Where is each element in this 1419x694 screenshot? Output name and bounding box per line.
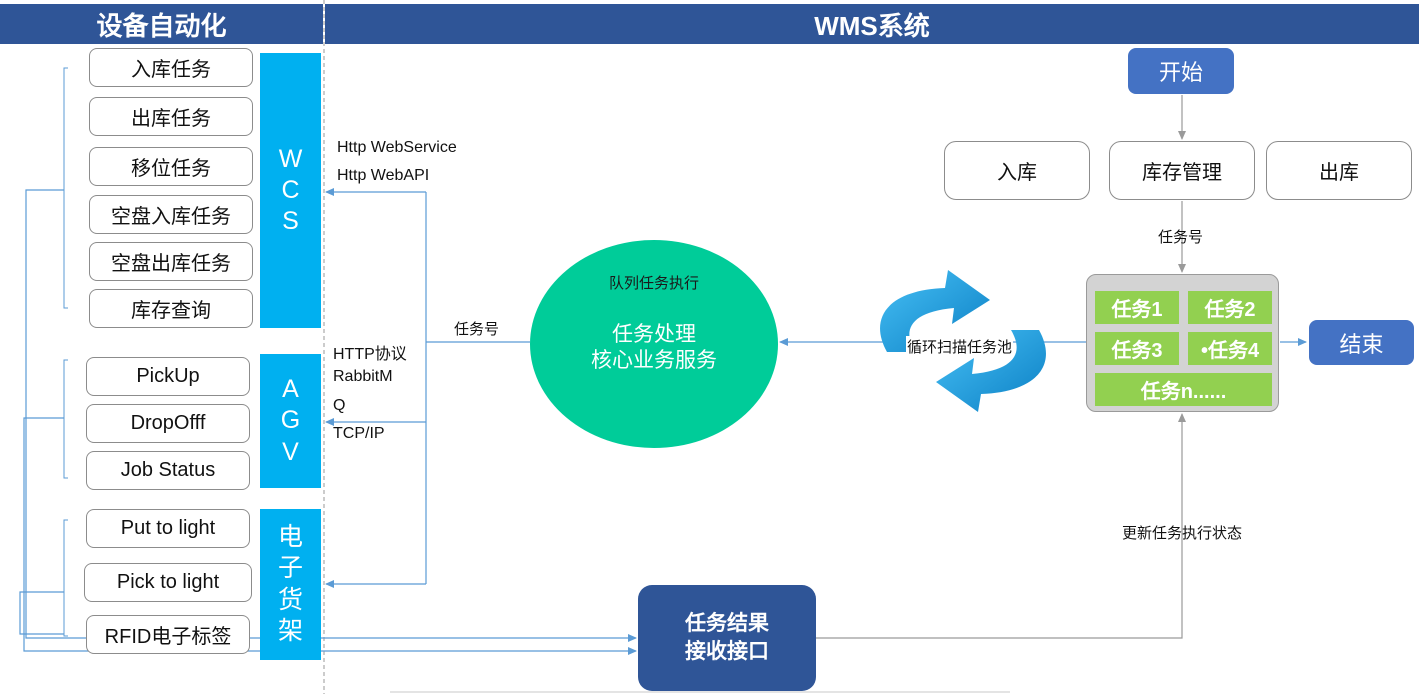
wcs-bar: W C S [260,53,321,328]
wcs-task-empty-pallet-in[interactable]: 空盘入库任务 [89,195,253,234]
loop-arrow-top [880,270,990,352]
wcs-feedback-line [25,189,637,642]
shelf-task-rfid[interactable]: RFID电子标签 [86,615,250,654]
loop-arrow-bottom [936,330,1046,412]
agv-protocol-rabbitmq-2: Q [333,397,346,414]
wcs-letter: W [278,144,303,173]
agv-protocol-rabbitmq-1: RabbitM [333,368,393,385]
agv-task-dropoff[interactable]: DropOfff [86,404,250,443]
shelf-char: 子 [277,554,303,583]
pool-task-1[interactable]: 任务1 [1095,291,1179,324]
loop-scan-label: 循环扫描任务池 [906,336,1014,357]
shelf-bar: 电 子 货 架 [260,509,321,660]
core-service-circle[interactable]: 队列任务执行 任务处理 核心业务服务 [530,240,778,448]
core-task-no-label: 任务号 [454,321,500,338]
shelf-char: 架 [277,616,303,645]
agv-bracket [63,359,68,479]
wcs-protocol-webapi: Http WebAPI [337,167,430,184]
shelf-char: 电 [277,523,303,551]
agv-task-pickup[interactable]: PickUp [86,357,250,396]
pool-task-n[interactable]: 任务n...... [1095,373,1272,406]
loop-arrows [880,270,1046,412]
result-to-pool-arrow [816,413,1186,639]
inventory-node[interactable]: 库存管理 [1109,141,1255,200]
wcs-letter: S [282,207,299,236]
flow-task-no-label: 任务号 [1158,229,1204,246]
wcs-protocol-webservice: Http WebService [337,139,457,156]
agv-letter: G [280,406,301,435]
agv-feedback-line [23,417,637,655]
agv-letter: V [282,437,299,466]
pool-task-3[interactable]: 任务3 [1095,332,1179,365]
wcs-task-inbound[interactable]: 入库任务 [89,48,253,87]
wcs-task-empty-pallet-out[interactable]: 空盘出库任务 [89,242,253,281]
wcs-task-outbound[interactable]: 出库任务 [89,97,253,136]
agv-protocol-http: HTTP协议 [333,346,407,363]
wcs-task-stock-query[interactable]: 库存查询 [89,289,253,328]
core-line-1: 任务处理 [612,323,696,346]
left-section-title: 设备自动化 [96,10,227,41]
outbound-node[interactable]: 出库 [1266,141,1412,200]
task-pool: 任务1 任务2 任务3 •任务4 任务n...... [1086,274,1279,412]
start-node[interactable]: 开始 [1128,48,1234,94]
shelf-task-put-to-light[interactable]: Put to light [86,509,250,548]
result-line-2: 接收接口 [685,640,769,663]
pool-task-2[interactable]: 任务2 [1188,291,1272,324]
end-node[interactable]: 结束 [1309,320,1414,365]
result-line-1: 任务结果 [685,611,769,635]
agv-task-job-status[interactable]: Job Status [86,451,250,490]
wcs-task-relocate[interactable]: 移位任务 [89,147,253,186]
left-section-header: 设备自动化 [0,4,323,44]
shelf-bracket [63,519,68,637]
agv-protocol-tcpip: TCP/IP [333,425,385,442]
result-interface-box[interactable]: 任务结果 接收接口 [638,585,816,691]
shelf-task-pick-to-light[interactable]: Pick to light [84,563,252,602]
shelf-char: 货 [277,585,303,614]
right-section-header: WMS系统 [325,4,1419,44]
core-queue-title: 队列任务执行 [608,275,699,292]
update-status-label: 更新任务执行状态 [1122,525,1243,542]
agv-bar: A G V [260,354,321,488]
core-line-2: 核心业务服务 [591,349,717,372]
wcs-bracket [63,67,68,309]
wcs-letter: C [281,175,300,204]
right-section-title: WMS系统 [814,10,930,41]
pool-task-4[interactable]: •任务4 [1188,332,1272,365]
shelf-feedback-line [19,591,64,635]
agv-letter: A [282,375,299,404]
inbound-node[interactable]: 入库 [944,141,1090,200]
